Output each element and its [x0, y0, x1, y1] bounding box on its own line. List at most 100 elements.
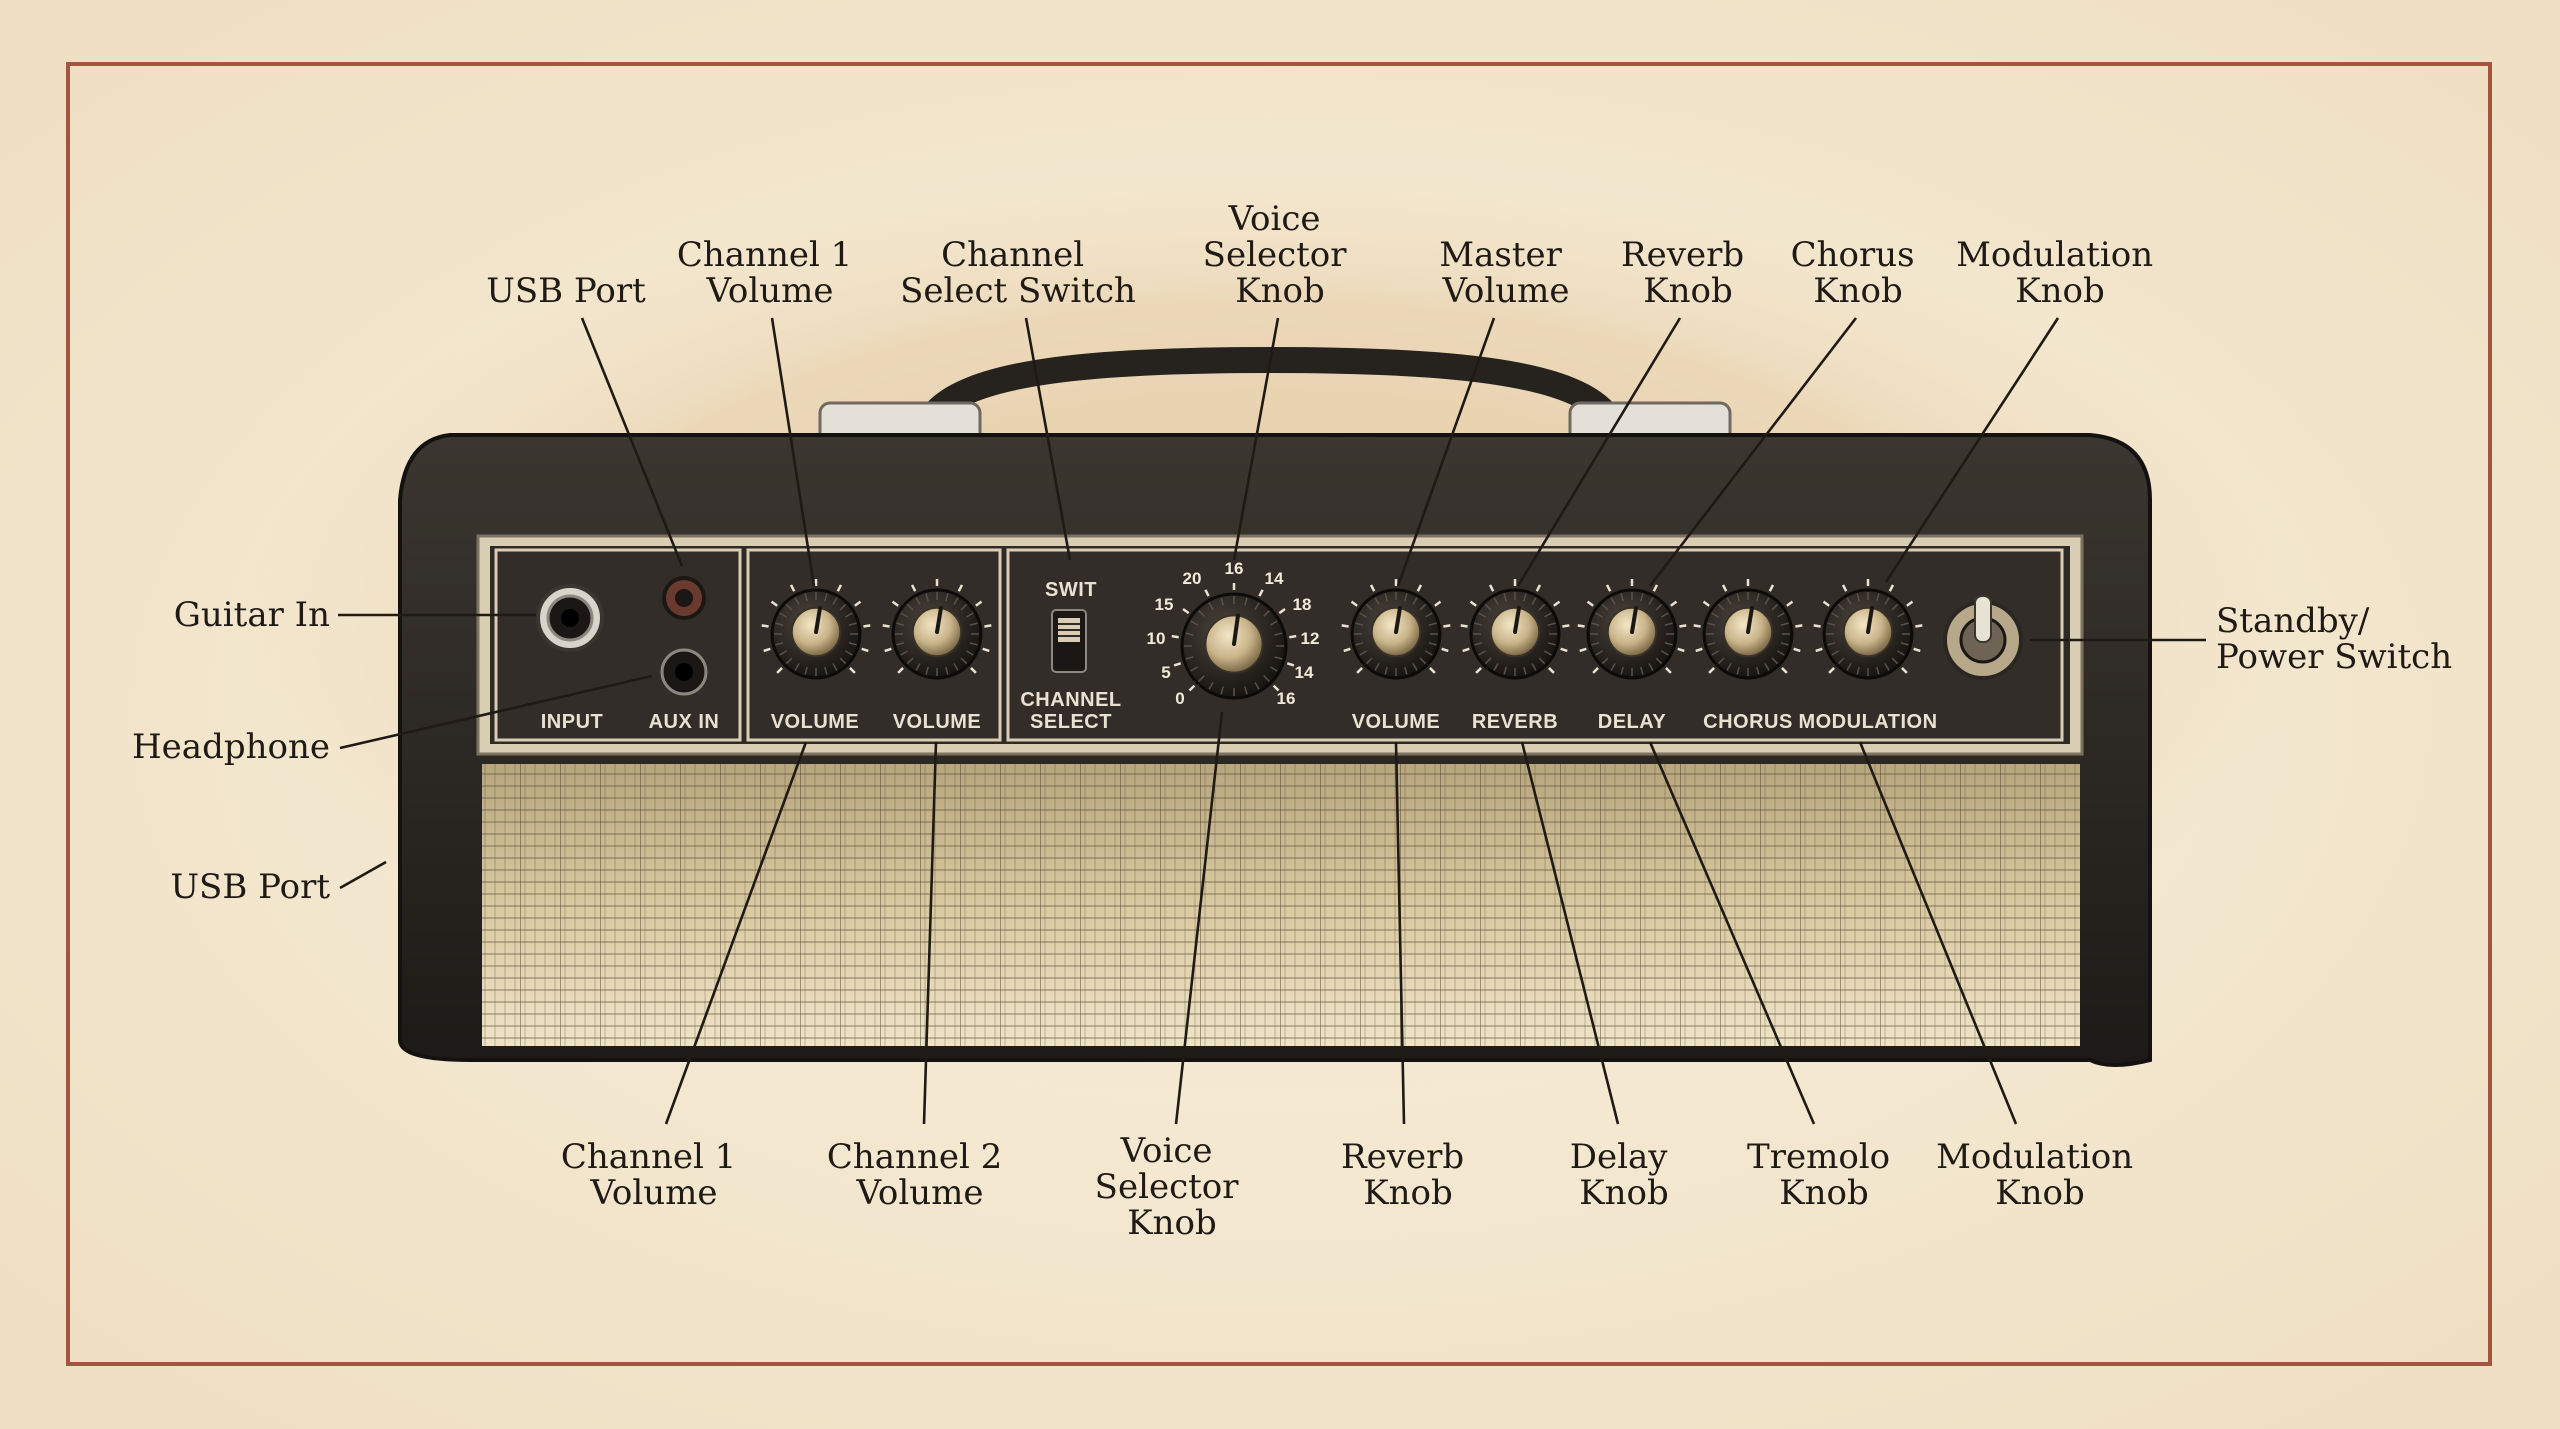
knob-knurl: [1547, 622, 1556, 626]
knob-knurl: [779, 612, 787, 618]
knob-tick: [1562, 624, 1570, 628]
callout-line: Voice: [1228, 199, 1321, 239]
knob-knurl: [1208, 681, 1214, 690]
voice-selector-knob[interactable]: [1171, 583, 1297, 700]
aux-in-jack[interactable]: [660, 648, 708, 696]
callout-channel1-volume-top: Channel 1 Volume: [677, 235, 863, 311]
knob-knurl: [794, 597, 800, 605]
knob-knurl: [1374, 663, 1380, 671]
callout-reverb-knob-top: Reverb Knob: [1621, 235, 1755, 311]
leader-voice-selector-bottom: [1174, 711, 1224, 1125]
knob-knurl: [1856, 666, 1860, 675]
guitar-input-jack[interactable]: [536, 584, 604, 652]
panel-label-master-volume: VOLUME: [1352, 711, 1441, 733]
panel-label-volume-1: VOLUME: [771, 711, 860, 733]
callout-channel2-volume: Channel 2 Volume: [827, 1137, 1013, 1213]
knob-tick: [863, 624, 871, 628]
knob-knurl: [804, 666, 808, 675]
standby-power-toggle[interactable]: [1943, 595, 2023, 680]
knob-knurl: [1359, 650, 1367, 656]
knob-knurl: [1384, 666, 1388, 675]
leader-master-volume: [1396, 317, 1496, 587]
knob-knurl: [1544, 650, 1552, 656]
knob-knurl: [1620, 666, 1624, 675]
panel-label-switch-top: SWIT: [1045, 579, 1097, 601]
knob-knurl: [1185, 656, 1194, 660]
chorus-knob[interactable]: [1693, 579, 1803, 680]
knob-knurl: [794, 663, 800, 671]
knob-knurl: [1595, 650, 1603, 656]
knob-tick: [1535, 584, 1542, 592]
callout-line: Standby/: [2216, 601, 2370, 641]
channel2-volume-knob[interactable]: [882, 579, 992, 680]
reverb-knob[interactable]: [1460, 579, 1570, 680]
knob-knurl: [1610, 597, 1616, 605]
knob-knurl: [1523, 666, 1527, 675]
knob-knurl: [1831, 612, 1839, 618]
panel-label-chorus: CHORUS: [1703, 711, 1793, 733]
knob-knurl: [1208, 602, 1214, 611]
panel-label-volume-2: VOLUME: [893, 711, 982, 733]
frame-border: [66, 62, 2492, 1366]
usb-port-jack[interactable]: [662, 576, 706, 620]
knob-tick: [1475, 667, 1482, 674]
knob-knurl: [1846, 663, 1852, 671]
knob-knurl: [1777, 612, 1785, 618]
knob-tick: [1592, 667, 1599, 674]
knob-tick: [1815, 647, 1823, 653]
knob-tick: [1786, 600, 1794, 607]
knob-knurl: [1601, 657, 1609, 665]
knob-tick: [897, 667, 904, 674]
knob-knurl: [824, 666, 828, 675]
knob-tick: [770, 600, 778, 607]
callout-chorus-knob: Chorus Knob: [1791, 235, 1926, 311]
knob-tick: [1289, 634, 1297, 639]
knob-knurl: [1664, 642, 1673, 646]
modulation-knob[interactable]: [1813, 579, 1923, 680]
leader-channel1-volume-top: [770, 317, 816, 587]
knob-tick: [776, 667, 783, 674]
channel1-volume-knob[interactable]: [761, 579, 871, 680]
knob-knurl: [1648, 663, 1654, 671]
knob-tick: [1670, 600, 1678, 607]
callout-headphone: Headphone: [132, 727, 330, 767]
knob-knurl: [1544, 612, 1552, 618]
knob-tick: [1286, 662, 1295, 667]
callout-line: USB Port: [170, 867, 330, 907]
knob-tick: [1258, 589, 1264, 597]
voice-dial-number: 16: [1277, 689, 1296, 708]
knob-tick: [984, 624, 992, 628]
channel-select-toggle[interactable]: [1051, 609, 1087, 673]
panel-section-inputs: [494, 548, 742, 742]
knob-knurl: [1198, 610, 1205, 617]
callout-voice-selector-knob-bottom: Voice Selector Knob: [1095, 1131, 1250, 1243]
knob-knurl: [775, 642, 784, 646]
knob-knurl: [1771, 657, 1779, 665]
knob-knurl: [1900, 642, 1909, 646]
leader-reverb-top: [1516, 317, 1682, 587]
leader-chorus: [1648, 317, 1858, 587]
knob-knurl: [832, 597, 838, 605]
knob-tick: [1721, 584, 1728, 592]
knob-tick: [1605, 584, 1612, 592]
knob-knurl: [1664, 622, 1673, 626]
knob-knurl: [1355, 622, 1364, 626]
voice-dial-number: 14: [1295, 663, 1314, 682]
knob-tick: [1795, 624, 1803, 628]
knob-knurl: [1425, 612, 1433, 618]
voice-dial-number: 15: [1155, 595, 1174, 614]
knob-knurl: [1736, 666, 1740, 675]
master-volume-knob[interactable]: [1341, 579, 1451, 680]
knob-knurl: [1478, 650, 1486, 656]
callout-channel1-volume-bottom: Channel 1 Volume: [561, 1137, 747, 1213]
voice-dial-number: 10: [1147, 629, 1166, 648]
delay-knob[interactable]: [1577, 579, 1687, 680]
knob-knurl: [1493, 597, 1499, 605]
voice-dial-number: 0: [1175, 689, 1184, 708]
knob-tick: [1813, 624, 1821, 628]
callout-line: Volume: [705, 271, 833, 311]
knob-pointer: [814, 605, 822, 634]
knob-tick: [1828, 667, 1835, 674]
knob-knurl: [785, 657, 793, 665]
